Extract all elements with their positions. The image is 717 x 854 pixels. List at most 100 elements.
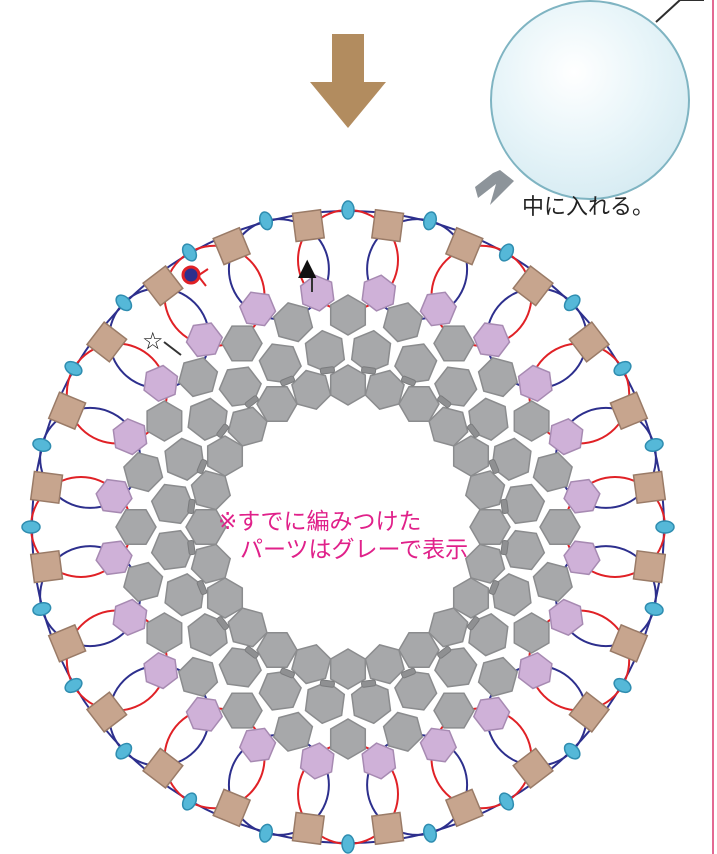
gray-outer-bead [513, 612, 550, 654]
gray-spacer-bead [500, 498, 509, 514]
gray-inner-bead [398, 631, 440, 669]
star-marker-line [163, 341, 182, 356]
gray-outer-bead [532, 451, 573, 493]
gray-middle-bead [394, 343, 438, 384]
brown-bicone-bead [370, 208, 405, 243]
cyan-seed-bead [563, 742, 581, 760]
cyan-seed-bead [563, 294, 581, 312]
gray-inner-bead [206, 577, 244, 619]
gray-spacer-bead [400, 667, 417, 679]
gray-spacer-bead [216, 423, 230, 438]
gray-outer-bead [221, 325, 263, 362]
lilac-hex-bead [185, 696, 224, 732]
lilac-hex-bead [361, 274, 397, 312]
star-marker-icon: ☆ [142, 327, 164, 355]
lilac-hex-bead [548, 598, 584, 637]
lilac-hex-bead [472, 696, 511, 732]
down-arrow-icon [310, 34, 386, 128]
lilac-hex-bead [548, 417, 584, 456]
gray-inner-bead [428, 607, 469, 648]
gray-inner-bead [190, 543, 232, 584]
gray-inner-bead [291, 369, 332, 411]
gray-middle-bead [394, 670, 438, 711]
brown-bicone-bead [370, 811, 405, 846]
brown-bicone-bead [632, 470, 667, 505]
brown-bicone-bead [632, 549, 667, 584]
gray-spacer-bead [437, 395, 452, 409]
gray-inner-bead [452, 435, 490, 477]
gray-spacer-bead [196, 458, 208, 475]
cyan-seed-bead [32, 602, 52, 616]
lilac-hex-bead [143, 651, 179, 690]
gray-outer-bead [146, 612, 183, 654]
lilac-hex-bead [112, 598, 148, 637]
gray-spacer-bead [488, 579, 500, 596]
cyan-seed-bead [341, 200, 355, 220]
brown-bicone-bead [291, 208, 326, 243]
gray-outer-bead [433, 692, 475, 729]
brown-bicone-bead [212, 226, 252, 266]
brown-bicone-bead [29, 470, 64, 505]
beaded-ring [21, 200, 675, 854]
gray-spacer-bead [361, 679, 377, 688]
gray-inner-bead [469, 508, 511, 546]
cyan-seed-bead [21, 520, 41, 534]
lilac-hex-bead [419, 291, 458, 327]
right-border-line [712, 0, 714, 854]
brown-bicone-bead [47, 391, 87, 431]
gray-inner-bead [428, 406, 469, 447]
gray-inner-bead [190, 470, 232, 511]
gray-middle-bead [501, 529, 546, 571]
gray-spacer-bead [466, 616, 480, 631]
instruction-label: 中に入れる。 [522, 195, 654, 220]
gray-inner-bead [227, 607, 268, 648]
gray-inner-bead [329, 648, 367, 690]
gray-spacer-bead [187, 540, 196, 556]
gray-inner-bead [464, 543, 506, 584]
ring-center-opening [230, 409, 466, 645]
brown-bicone-bead [212, 788, 252, 828]
lilac-hex-bead [563, 540, 601, 576]
gray-outer-bead [539, 508, 581, 546]
brown-bicone-bead [568, 321, 611, 363]
gray-outer-bead [433, 325, 475, 362]
brown-bicone-bead [47, 623, 87, 663]
cyan-seed-bead [644, 438, 664, 452]
gray-outer-bead [532, 561, 573, 603]
gray-inner-bead [398, 385, 440, 423]
gray-inner-bead [329, 364, 367, 406]
gray-inner-bead [185, 508, 227, 546]
gray-middle-bead [150, 529, 195, 571]
leader-line-top-right-diagonal [655, 0, 681, 23]
lilac-hex-bead [143, 364, 179, 403]
brown-bicone-bead [609, 391, 649, 431]
gray-middle-bead [350, 329, 392, 374]
lilac-hex-bead [361, 742, 397, 780]
gray-outer-bead [329, 718, 367, 760]
gray-spacer-bead [196, 579, 208, 596]
gray-outer-bead [477, 356, 519, 398]
gray-outer-bead [272, 302, 314, 343]
gray-middle-bead [501, 483, 546, 525]
gray-middle-bead [350, 680, 392, 725]
gray-outer-bead [382, 302, 424, 343]
gray-spacer-bead [244, 395, 259, 409]
gray-spacer-bead [319, 679, 335, 688]
gray-inner-bead [206, 435, 244, 477]
brown-bicone-bead [85, 321, 128, 363]
gray-inner-bead [256, 631, 298, 669]
gray-outer-bead [177, 356, 219, 398]
lilac-hex-bead [419, 727, 458, 763]
gray-middle-bead [258, 343, 302, 384]
start-knot-icon [181, 265, 209, 287]
gray-spacer-bead [187, 498, 196, 514]
gray-spacer-bead [437, 645, 452, 659]
gray-outer-bead [177, 656, 219, 698]
lilac-hex-bead [238, 727, 277, 763]
triangle-marker-icon: ▲ [298, 253, 317, 281]
brown-bicone-bead [444, 226, 484, 266]
cyan-seed-bead [423, 211, 437, 231]
gray-inner-bead [464, 470, 506, 511]
gray-middle-bead [164, 437, 205, 481]
